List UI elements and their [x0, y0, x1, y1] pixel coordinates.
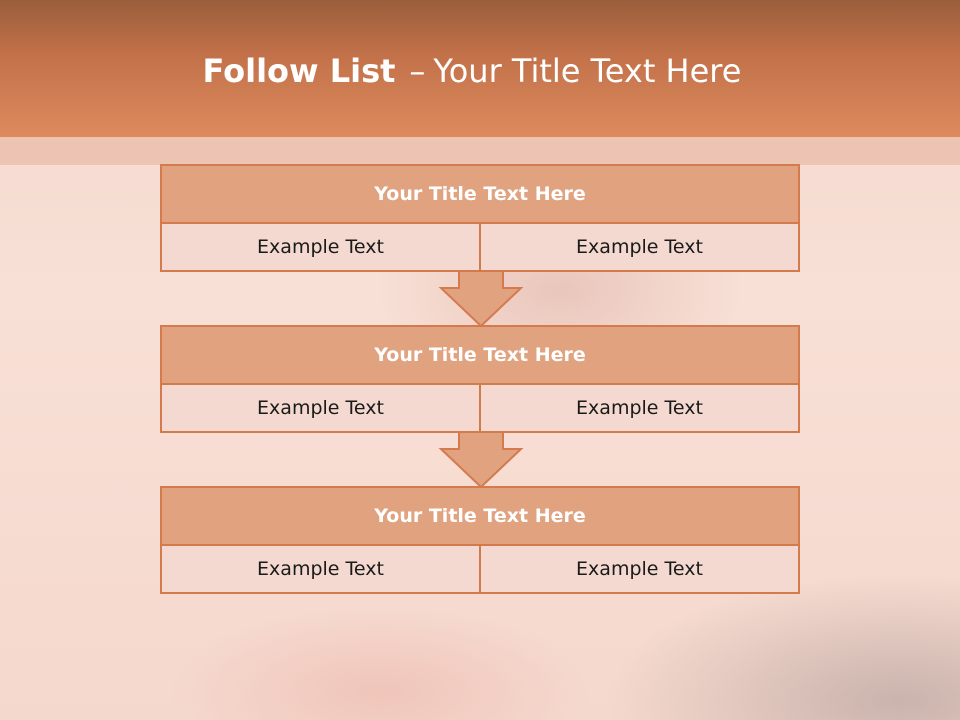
list-block-1: Your Title Text Here Example Text Exampl…	[160, 164, 800, 272]
block-title: Your Title Text Here	[162, 327, 798, 385]
block-title: Your Title Text Here	[162, 166, 798, 224]
block-right-text: Example Text	[479, 546, 798, 592]
block-row: Example Text Example Text	[162, 546, 798, 592]
slide-title-bold: Follow List	[202, 52, 396, 90]
slide-title-separator: –	[409, 52, 426, 90]
block-row: Example Text Example Text	[162, 385, 798, 431]
block-title: Your Title Text Here	[162, 488, 798, 546]
list-block-2: Your Title Text Here Example Text Exampl…	[160, 325, 800, 433]
block-right-text: Example Text	[479, 385, 798, 431]
slide-title: Follow List–Your Title Text Here	[0, 52, 944, 90]
block-right-text: Example Text	[479, 224, 798, 270]
down-arrow-icon	[438, 431, 524, 489]
title-banner	[0, 0, 960, 137]
list-block-3: Your Title Text Here Example Text Exampl…	[160, 486, 800, 594]
block-left-text: Example Text	[257, 558, 384, 580]
block-left-text: Example Text	[257, 397, 384, 419]
block-left-text: Example Text	[257, 236, 384, 258]
slide-title-rest: Your Title Text Here	[433, 52, 742, 90]
block-row: Example Text Example Text	[162, 224, 798, 270]
down-arrow-icon	[438, 270, 524, 328]
banner-band	[0, 137, 960, 165]
